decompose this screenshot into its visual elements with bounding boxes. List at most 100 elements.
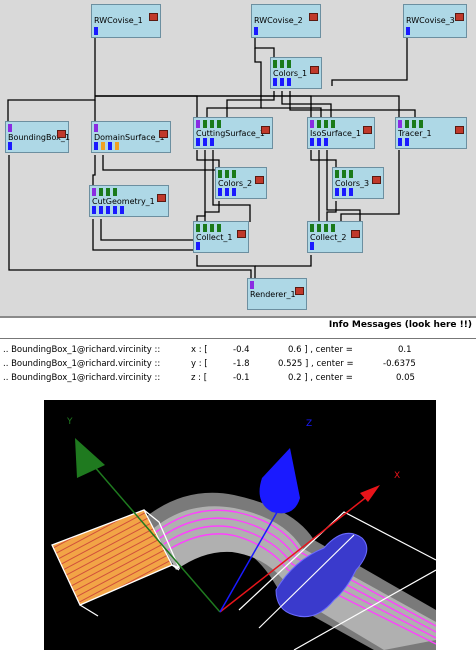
module-info-icon[interactable] xyxy=(455,126,464,134)
renderer-viewport[interactable]: Y X Z xyxy=(44,400,436,650)
input-port[interactable] xyxy=(218,170,222,178)
output-port[interactable] xyxy=(225,188,229,196)
module-collect-1[interactable]: Collect_1 xyxy=(193,221,249,253)
module-rwcovise-3[interactable]: RWCovise_3 xyxy=(403,4,467,38)
input-port[interactable] xyxy=(92,188,96,196)
output-port[interactable] xyxy=(310,242,314,250)
input-port[interactable] xyxy=(217,224,221,232)
input-port[interactable] xyxy=(280,60,284,68)
module-info-icon[interactable] xyxy=(237,230,246,238)
input-port[interactable] xyxy=(106,188,110,196)
input-port[interactable] xyxy=(419,120,423,128)
output-port[interactable] xyxy=(99,206,103,214)
info-messages-panel[interactable]: .. BoundingBox_1@richard.vircinity :: x … xyxy=(0,338,476,391)
module-renderer-1[interactable]: Renderer_1 xyxy=(247,278,307,310)
module-info-icon[interactable] xyxy=(309,13,318,21)
module-info-icon[interactable] xyxy=(295,287,304,295)
output-port[interactable] xyxy=(405,138,409,146)
module-colors-3[interactable]: Colors_3 xyxy=(332,167,384,199)
input-port[interactable] xyxy=(203,120,207,128)
module-colors-2[interactable]: Colors_2 xyxy=(215,167,267,199)
output-port[interactable] xyxy=(203,138,207,146)
module-info-icon[interactable] xyxy=(363,126,372,134)
output-port[interactable] xyxy=(113,206,117,214)
output-port[interactable] xyxy=(210,138,214,146)
input-port[interactable] xyxy=(405,120,409,128)
input-port[interactable] xyxy=(196,120,200,128)
output-port[interactable] xyxy=(324,138,328,146)
input-port[interactable] xyxy=(349,170,353,178)
output-port[interactable] xyxy=(287,78,291,86)
module-boundingbox-1[interactable]: BoundingBox_1 xyxy=(5,121,70,153)
input-port[interactable] xyxy=(225,170,229,178)
module-rwcovise-2[interactable]: RWCovise_2 xyxy=(251,4,321,38)
panel-divider[interactable] xyxy=(0,316,476,318)
module-info-icon[interactable] xyxy=(310,66,319,74)
input-port[interactable] xyxy=(217,120,221,128)
input-port[interactable] xyxy=(94,124,98,132)
input-port[interactable] xyxy=(317,224,321,232)
input-port[interactable] xyxy=(398,120,402,128)
output-port[interactable] xyxy=(317,138,321,146)
output-port[interactable] xyxy=(196,138,200,146)
input-port[interactable] xyxy=(113,188,117,196)
module-domainsurface-1[interactable]: DomainSurface_1 xyxy=(91,121,171,153)
module-isosurface-1[interactable]: IsoSurface_1 xyxy=(307,117,375,149)
input-port[interactable] xyxy=(324,224,328,232)
module-info-icon[interactable] xyxy=(157,194,166,202)
input-port[interactable] xyxy=(232,170,236,178)
module-info-icon[interactable] xyxy=(372,176,381,184)
output-port[interactable] xyxy=(218,188,222,196)
module-info-icon[interactable] xyxy=(159,130,168,138)
input-port[interactable] xyxy=(342,170,346,178)
module-info-icon[interactable] xyxy=(255,176,264,184)
output-port[interactable] xyxy=(254,27,258,35)
output-port[interactable] xyxy=(232,188,236,196)
output-port[interactable] xyxy=(108,142,112,150)
module-collect-2[interactable]: Collect_2 xyxy=(307,221,363,253)
module-info-icon[interactable] xyxy=(455,13,464,21)
input-port[interactable] xyxy=(317,120,321,128)
input-port[interactable] xyxy=(412,120,416,128)
input-port[interactable] xyxy=(273,60,277,68)
input-port[interactable] xyxy=(324,120,328,128)
module-rwcovise-1[interactable]: RWCovise_1 xyxy=(91,4,161,38)
output-port[interactable] xyxy=(8,142,12,150)
output-port[interactable] xyxy=(342,188,346,196)
input-port[interactable] xyxy=(335,170,339,178)
input-port[interactable] xyxy=(8,124,12,132)
input-port[interactable] xyxy=(331,224,335,232)
input-port[interactable] xyxy=(287,60,291,68)
input-port[interactable] xyxy=(210,120,214,128)
output-port[interactable] xyxy=(406,27,410,35)
output-port[interactable] xyxy=(94,27,98,35)
module-cutgeometry-1[interactable]: CutGeometry_1 xyxy=(89,185,169,217)
output-port[interactable] xyxy=(310,138,314,146)
output-port[interactable] xyxy=(349,188,353,196)
input-port[interactable] xyxy=(210,224,214,232)
input-port[interactable] xyxy=(203,224,207,232)
module-colors-1[interactable]: Colors_1 xyxy=(270,57,322,89)
input-port[interactable] xyxy=(196,224,200,232)
module-cuttingsurface-1[interactable]: CuttingSurface_1 xyxy=(193,117,273,149)
output-port[interactable] xyxy=(106,206,110,214)
output-port[interactable] xyxy=(280,78,284,86)
input-port[interactable] xyxy=(331,120,335,128)
module-tracer-1[interactable]: Tracer_1 xyxy=(395,117,467,149)
input-port[interactable] xyxy=(310,120,314,128)
output-port[interactable] xyxy=(398,138,402,146)
output-port[interactable] xyxy=(94,142,98,150)
module-info-icon[interactable] xyxy=(149,13,158,21)
output-port[interactable] xyxy=(115,142,119,150)
module-info-icon[interactable] xyxy=(57,130,66,138)
input-port[interactable] xyxy=(99,188,103,196)
output-port[interactable] xyxy=(335,188,339,196)
output-port[interactable] xyxy=(92,206,96,214)
input-port[interactable] xyxy=(250,281,254,289)
module-info-icon[interactable] xyxy=(351,230,360,238)
output-port[interactable] xyxy=(120,206,124,214)
module-info-icon[interactable] xyxy=(261,126,270,134)
output-port[interactable] xyxy=(196,242,200,250)
input-port[interactable] xyxy=(310,224,314,232)
